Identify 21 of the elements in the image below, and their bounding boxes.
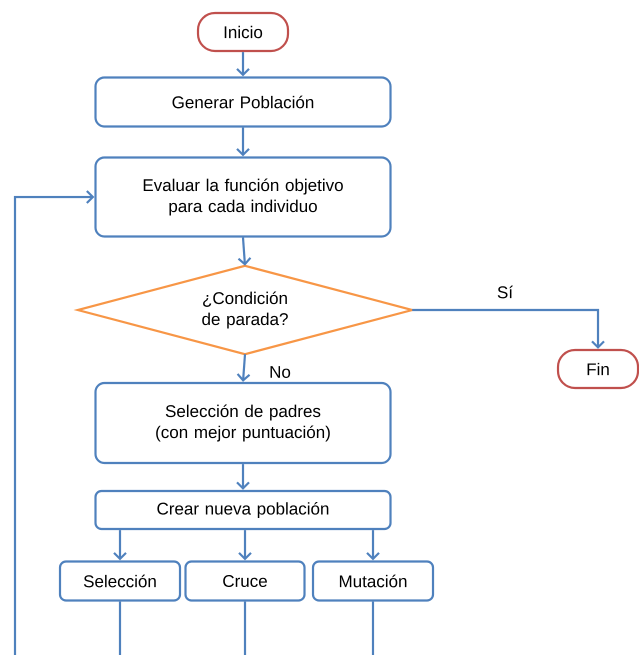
process-box: Mutación: [312, 560, 434, 602]
terminal-box: Inicio: [196, 12, 290, 52]
terminal-box: Fin: [556, 348, 639, 390]
process-box: Generar Población: [94, 76, 392, 128]
process-box: Selección de padres (con mejor puntuación): [94, 382, 392, 464]
arrow: [366, 530, 380, 560]
edge-label: No: [268, 365, 292, 379]
arrow: [412, 308, 605, 349]
arrow: [236, 52, 250, 76]
process-box: Cruce: [184, 560, 306, 602]
arrow: [238, 238, 252, 266]
arrow: [236, 128, 250, 156]
arrow: [113, 530, 127, 560]
edge-label: Sí: [496, 284, 514, 300]
process-box: Crear nueva población: [94, 490, 392, 530]
arrow: [238, 530, 252, 560]
process-box: Selección: [58, 560, 182, 602]
arrow: [236, 464, 250, 490]
arrow: [14, 190, 94, 655]
arrow: [236, 354, 250, 382]
process-box: Evaluar la función objetivo para cada individuo: [94, 156, 392, 238]
